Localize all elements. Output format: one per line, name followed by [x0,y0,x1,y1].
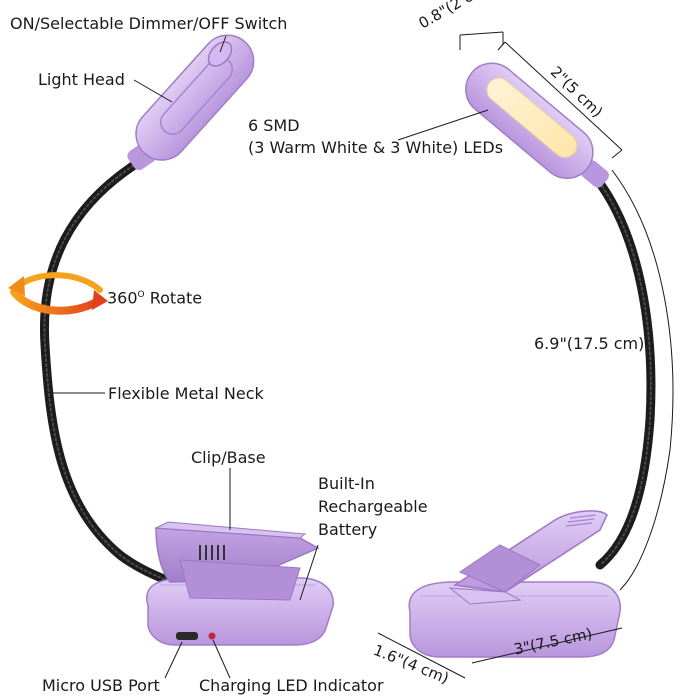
right-flexible-neck [591,173,656,570]
leader-lines [50,35,489,679]
left-dimmer-switch[interactable] [204,38,236,71]
rotate-arrows-icon [8,272,108,315]
leds-label-line1: 6 SMD [248,116,300,135]
clip-label: Clip/Base [191,448,266,467]
neck-length-dimension: 6.9"(17.5 cm) [534,334,645,353]
dimension-lines [377,31,674,679]
left-lamp [39,34,334,646]
battery-label-line3: Battery [318,520,378,539]
smd-led-strip [486,77,578,158]
right-lamp [408,62,656,658]
battery-label-line2: Rechargeable [318,497,428,516]
rotate-label: 360O Rotate [107,285,202,308]
battery-label-line1: Built-In [318,474,375,493]
leds-label-line2: (3 Warm White & 3 White) LEDs [248,138,504,157]
rotate-value: 360 [107,288,138,308]
charging-label: Charging LED Indicator [199,676,384,695]
neck-label: Flexible Metal Neck [108,384,264,403]
light-head-label: Light Head [38,70,125,89]
switch-label: ON/Selectable Dimmer/OFF Switch [10,14,288,33]
rotate-degree: O [137,290,145,300]
right-clip-base [408,510,621,658]
usb-label: Micro USB Port [42,676,160,695]
micro-usb-port[interactable] [176,632,198,640]
right-light-head [465,62,594,180]
left-light-head [135,34,255,161]
charging-led-indicator [208,632,216,640]
rotate-text: Rotate [149,288,203,308]
